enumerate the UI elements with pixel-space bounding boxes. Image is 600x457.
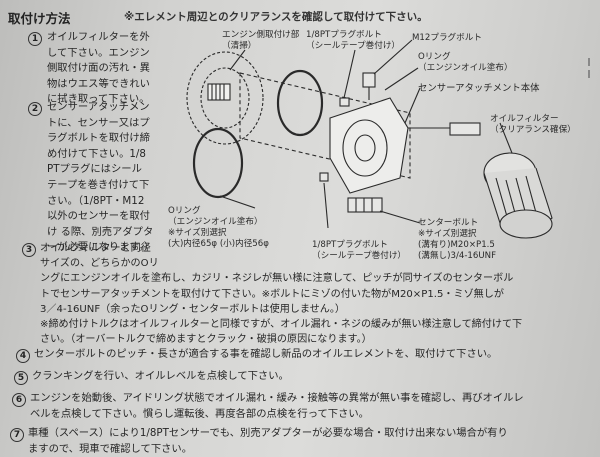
- center-bolt: [347, 197, 383, 213]
- label-m12-plug: M12プラグボルト: [412, 33, 482, 43]
- step-1-text: オイルフィルターを外 して下さい。エンジン 側取付け面の汚れ・異 物はウエス等で…: [47, 31, 150, 106]
- label-center-bolt: センターボルト ※サイズ別選択 (溝有り)M20×P1.5 (溝無し)3/4-1…: [418, 218, 497, 261]
- label-plug-top: 1/8PTプラグボルト （シールテープ巻付け）: [306, 30, 401, 51]
- clearance-note: ※エレメント周辺とのクリアランスを確認して取付けて下さい。: [124, 11, 428, 23]
- plug-top: [339, 97, 350, 107]
- step-2-text: センサーアタッチメン トに、センサー又はプ ラグボルトを取付け締 め付けて下さい…: [47, 101, 155, 254]
- engine-mount-face: [186, 51, 264, 145]
- step-number-1: 1: [28, 32, 42, 46]
- engine-nipple: [207, 83, 231, 101]
- step-7-text: 車種（スペース）により1/8PTセンサーでも、別売アダプターが必要な場合・取付け…: [28, 427, 508, 455]
- step-4-text: センターボルトのピッチ・長さが適合する事を確認し新品のオイルエレメントを、取付け…: [34, 348, 498, 360]
- edge-mark: [588, 58, 590, 66]
- step-number-4: 4: [16, 349, 30, 363]
- label-attachment-body: センサーアタッチメント本体: [418, 83, 540, 94]
- label-oil-filter: オイルフィルター （クリアランス確保）: [490, 114, 576, 135]
- step-3-text: オイルフィルターと同径 サイズの、どちらかのOリ ングにエンジンオイルを塗布し、…: [40, 243, 523, 346]
- label-plug-bottom: 1/8PTプラグボルト （シールテープ巻付け）: [312, 240, 407, 261]
- step-number-5: 5: [14, 371, 28, 385]
- exploded-diagram: [186, 39, 553, 239]
- label-oring-main: Oリング （エンジンオイル塗布） ※サイズ別選択 (大)内径65φ (小)内径5…: [168, 206, 269, 249]
- step-6-text: エンジンを始動後、アイドリング状態でオイル漏れ・緩み・接触等の異常が無い事を確認…: [30, 392, 524, 420]
- step-number-2: 2: [28, 102, 42, 116]
- label-engine-side: エンジン側取付け部 （清掃）: [222, 30, 300, 51]
- step-number-7: 7: [10, 428, 24, 442]
- edge-mark: [588, 70, 590, 78]
- oring-lower: [192, 127, 244, 199]
- plug-bottom: [319, 172, 329, 182]
- right-fitting: [449, 122, 481, 136]
- step-number-6: 6: [12, 393, 26, 407]
- label-oring-small: Oリング （エンジンオイル塗布）: [418, 52, 513, 73]
- section-title: 取付け方法: [8, 11, 71, 26]
- oring-upper: [276, 69, 324, 137]
- m12-plug: [362, 72, 376, 88]
- step-5-text: クランキングを行い、オイルレベルを点検して下さい。: [32, 370, 289, 382]
- sensor-attachment: [329, 97, 409, 194]
- step-number-3: 3: [22, 243, 36, 257]
